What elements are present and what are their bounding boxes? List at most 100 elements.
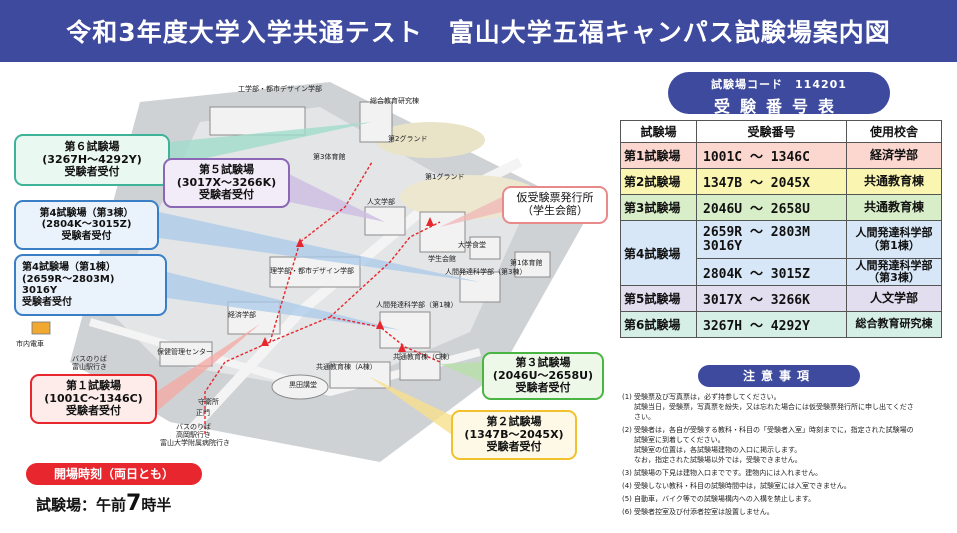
notice-item: (3)試験場の下見は建物入口までです。建物内には入れません。 xyxy=(622,468,950,478)
callout-site6: 第６試験場 (3267H～4292Y) 受験者受付 xyxy=(14,134,170,186)
notice-line: 試験室に到着してください。 xyxy=(634,436,725,444)
notice-line: 受験票及び写真票は，必ず持参してください。 xyxy=(634,393,781,401)
label-bus-stop2c: 富山大学附属病院行き xyxy=(160,439,230,447)
notice-line: なお，指定された試験場以外では，受験できません。 xyxy=(634,456,802,464)
opening-time-prefix: 試験場：午前 xyxy=(36,496,127,514)
route-arrow xyxy=(261,337,269,346)
label-common-c: 共通教育棟（C棟） xyxy=(393,353,454,361)
label-eng-design: 工学部・都市デザイン学部 xyxy=(238,85,322,93)
label-sci-design: 理学部・都市デザイン学部 xyxy=(270,267,354,275)
notice-item-number: (3) xyxy=(622,469,632,477)
bldg-human-dev1 xyxy=(379,311,431,349)
table-row: 第5試験場 3017X ～ 3266K 人文学部 xyxy=(620,285,942,312)
exam-code: 試験場コード 114201 xyxy=(711,78,847,91)
notice-item-number: (5) xyxy=(622,495,632,503)
bldg-human-dev3 xyxy=(459,271,501,303)
notice-item: (2)受験者は，各自が受験する教科・科目の「受験者入室」時刻までに，指定された試… xyxy=(622,425,950,465)
notice-line: 受験者は，各自が受験する教科・科目の「受験者入室」時刻までに，指定された試験場の xyxy=(634,426,914,434)
page-title: 令和3年度大学入学共通テスト 富山大学五福キャンパス試験場案内図 xyxy=(66,18,891,47)
route-arrow xyxy=(398,343,406,352)
notice-item-number: (6) xyxy=(622,508,632,516)
notice-item: (1)受験票及び写真票は，必ず持参してください。試験当日，受験票，写真票を紛失，… xyxy=(622,392,950,422)
bldg-kurota xyxy=(271,374,329,400)
ground-2 xyxy=(375,122,485,158)
connector-site5 xyxy=(289,174,385,222)
notice-item-body: 自動車，バイク等での試験場構内への入構を禁止します。 xyxy=(634,494,815,504)
label-bus-stop2: バスのりば xyxy=(176,423,211,431)
opening-time-hour: 7 xyxy=(126,491,142,516)
label-ground1: 第1グランド xyxy=(425,173,465,181)
label-ground2: 第2グランド xyxy=(388,135,428,143)
label-kurota: 黒田講堂 xyxy=(289,381,317,389)
table-row: 第6試験場 3267H ～ 4292Y 総合教育研究棟 xyxy=(620,311,942,338)
table-row: 第4試験場 2659R ～ 2803M 3016Y 人間発達科学部 （第1棟） xyxy=(620,220,942,286)
label-human-dev1: 人間発達科学部（第1棟） xyxy=(376,301,458,309)
connector-site4-3 xyxy=(159,212,480,282)
opening-time-label: 開場時刻（両日とも） xyxy=(26,463,202,485)
label-economics: 経済学部 xyxy=(228,311,256,319)
header-banner: 令和3年度大学入学共通テスト 富山大学五福キャンパス試験場案内図 xyxy=(0,0,957,62)
callout-site1: 第１試験場 (1001C～1346C) 受験者受付 xyxy=(30,374,157,424)
header-range: 受験番号 xyxy=(696,120,847,143)
connector-site4-1 xyxy=(167,272,400,330)
exam-code-header: 試験場コード 114201 受験番号表 xyxy=(668,72,890,116)
label-health-center: 保健管理センター xyxy=(157,348,213,356)
tram-icon xyxy=(31,321,51,335)
route-arrow xyxy=(426,217,434,226)
label-tram: 市内電車 xyxy=(16,340,44,348)
table-row: 2804K ～ 3015Z 人間発達科学部 （第3棟） xyxy=(621,258,942,286)
callout-temp-ticket: 仮受験票発行所 （学生会館） xyxy=(502,186,608,224)
notice-item: (5)自動車，バイク等での試験場構内への入構を禁止します。 xyxy=(622,494,950,504)
bldg-liberal-center xyxy=(359,101,393,143)
label-student-hall: 学生会館 xyxy=(428,255,456,263)
notice-line: 試験当日，受験票，写真票を紛失，又は忘れた場合には仮受験票発行所に申し出てくださ xyxy=(634,403,914,411)
notice-line: 試験室の位置は，各試験場建物の入口に掲示します。 xyxy=(634,446,802,454)
notice-item-number: (4) xyxy=(622,482,632,490)
opening-time-suffix: 時半 xyxy=(141,496,172,514)
notice-item: (6)受験者控室及び付添者控室は設置しません。 xyxy=(622,507,950,517)
route-line xyxy=(204,161,441,434)
connector-site3 xyxy=(440,362,482,382)
table-row: 第3試験場 2046U ～ 2658U 共通教育棟 xyxy=(620,194,942,221)
label-main-gate: 正門 xyxy=(196,409,210,417)
label-bus-stop2b: 高岡駅行き xyxy=(176,431,211,439)
label-common-a: 共通教育棟（A棟） xyxy=(316,363,377,371)
header-building: 使用校舎 xyxy=(846,120,942,143)
connector-site2 xyxy=(370,377,455,437)
callout-site5: 第５試験場 (3017X～3266K) 受験者受付 xyxy=(163,158,290,208)
notice-line: 試験場の下見は建物入口までです。建物内には入れません。 xyxy=(634,469,823,477)
bldg-humanities xyxy=(364,206,406,236)
connector-site1 xyxy=(156,324,260,412)
notice-item: (4)受験しない教科・科目の試験時間中は，試験室には入室できません。 xyxy=(622,481,950,491)
exam-number-table: 試験場 受験番号 使用校舎 第1試験場 1001C ～ 1346C 経済学部 第… xyxy=(620,120,942,338)
label-gym1: 第1体育館 xyxy=(510,259,543,267)
bldg-cafeteria xyxy=(469,236,501,260)
bldg-gym1 xyxy=(514,251,551,278)
notice-list: (1)受験票及び写真票は，必ず持参してください。試験当日，受験票，写真票を紛失，… xyxy=(622,392,950,520)
label-liberal-center: 総合教育研究棟 xyxy=(370,97,419,105)
opening-time: 試験場：午前7時半 xyxy=(36,491,171,516)
connector-temp xyxy=(440,197,502,227)
label-human-dev3: 人間発達科学部（第3棟） xyxy=(445,268,527,276)
label-bus-stop1: バスのりば xyxy=(72,355,107,363)
notice-line: さい。 xyxy=(634,413,655,421)
callout-site3: 第３試験場 (2046U～2658U) 受験者受付 xyxy=(482,352,604,400)
label-humanities: 人文学部 xyxy=(367,198,395,206)
notice-item-number: (1) xyxy=(622,393,632,401)
header-site: 試験場 xyxy=(620,120,697,143)
notice-line: 受験者控室及び付添者控室は設置しません。 xyxy=(634,508,774,516)
campus-map: 工学部・都市デザイン学部 総合教育研究棟 第2グランド 第3体育館 第1グランド… xyxy=(0,62,612,533)
table-row: 第1試験場 1001C ～ 1346C 経済学部 xyxy=(620,142,942,169)
callout-site4-3: 第4試験場（第3棟） (2804K～3015Z) 受験者受付 xyxy=(14,200,159,250)
connector-site6 xyxy=(170,122,372,166)
label-guard: 守衛所 xyxy=(198,398,219,406)
notice-item-body: 受験しない教科・科目の試験時間中は，試験室には入室できません。 xyxy=(634,481,851,491)
route-arrow xyxy=(296,238,304,247)
table-header-row: 試験場 受験番号 使用校舎 xyxy=(620,120,942,143)
notice-item-number: (2) xyxy=(622,426,632,434)
notice-item-body: 試験場の下見は建物入口までです。建物内には入れません。 xyxy=(634,468,822,478)
notice-line: 自動車，バイク等での試験場構内への入構を禁止します。 xyxy=(634,495,816,503)
callout-site2: 第２試験場 (1347B～2045X) 受験者受付 xyxy=(451,410,577,460)
label-gym3: 第3体育館 xyxy=(313,153,346,161)
notice-item-body: 受験者控室及び付添者控室は設置しません。 xyxy=(634,507,774,517)
